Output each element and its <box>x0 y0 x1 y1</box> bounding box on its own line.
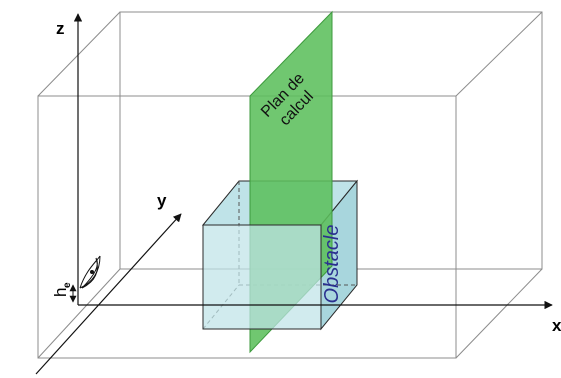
box-edge-top-right <box>455 11 543 97</box>
obstacle-label: Obstacle <box>321 225 343 304</box>
axes <box>35 13 553 375</box>
height-label-main: h <box>51 288 70 297</box>
box-edge-bottom-right <box>455 268 543 359</box>
box-front-face <box>37 95 457 359</box>
box-edge-top-left <box>37 11 121 97</box>
axis-label-y: y <box>157 191 167 210</box>
axis-label-x: x <box>552 316 561 335</box>
y-axis <box>35 213 182 375</box>
box-edge-bottom-left <box>37 268 121 359</box>
height-label-sub: e <box>62 282 73 288</box>
axis-label-z: z <box>56 19 65 38</box>
eye-icon <box>79 255 101 289</box>
height-label: h e <box>51 282 73 297</box>
obstacle-front-face <box>202 224 322 330</box>
